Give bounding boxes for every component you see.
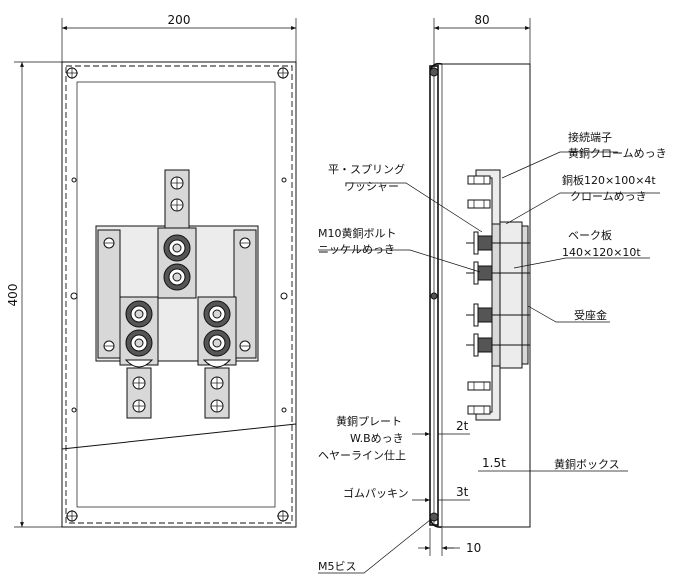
side-view: 80	[429, 13, 531, 528]
label-washer-2: ワッシャー	[344, 180, 399, 193]
dim-80-label: 80	[474, 13, 489, 27]
mount-tab-left	[97, 229, 121, 359]
corner-screw-icon	[66, 67, 289, 522]
label-bolt-2: ニッケルめっき	[318, 243, 395, 256]
bakelite-plate-side	[499, 221, 523, 369]
label-brass-box: 黄銅ボックス	[554, 457, 620, 471]
front-outer-frame	[61, 61, 297, 528]
screw-head-bottom	[429, 512, 439, 522]
dim-side-depth: 80	[433, 13, 531, 64]
side-screw-icon	[70, 177, 288, 413]
label-terminal-1: 接続端子	[568, 130, 612, 144]
seat-washer-side	[521, 225, 529, 365]
mount-tab-right	[233, 229, 257, 359]
terminal-lower-right	[197, 296, 237, 419]
front-box-hidden-outline	[65, 65, 293, 524]
label-brass-plate-3: ヘヤーライン仕上	[318, 449, 406, 462]
label-brass-plate-2: W.Bめっき	[350, 432, 404, 445]
dim-200-label: 200	[168, 13, 191, 27]
front-view: 200 400	[6, 13, 297, 528]
dim-front-height: 400	[6, 61, 62, 528]
terminal-side-top	[467, 169, 501, 225]
tab-screw-icon	[103, 237, 251, 352]
dim-1-5t-label: 1.5t	[482, 456, 506, 470]
dim-3t-label: 3t	[456, 485, 469, 499]
label-washer-1: 平・スプリング	[328, 162, 405, 176]
label-terminal-2: 黄銅クロームめっき	[568, 146, 667, 160]
terminal-top	[157, 169, 197, 299]
label-gasket: ゴムパッキン	[343, 486, 409, 500]
label-seat: 受座金	[574, 308, 607, 322]
label-copper-plate-2: クロームめっき	[570, 190, 647, 203]
screw-head-mid	[430, 292, 438, 300]
terminal-lower-left	[119, 296, 159, 419]
screw-head-top	[429, 67, 439, 77]
bolt-stack-icon	[466, 231, 530, 357]
terminal-side-bottom	[467, 365, 501, 421]
section-break-line	[61, 423, 297, 450]
copper-plate-side	[491, 221, 501, 369]
label-brass-plate-1: 黄銅プレート	[336, 414, 402, 428]
label-screw: M5ビス	[318, 560, 357, 573]
dim-2t-label: 2t	[456, 419, 469, 433]
dim-10-label: 10	[466, 541, 481, 555]
dim-front-width: 200	[61, 13, 297, 62]
label-copper-plate-1: 銅板120×100×4t	[562, 173, 656, 187]
label-bolt-1: M10黄銅ボルト	[318, 226, 397, 240]
annotations: 接続端子 黄銅クロームめっき 銅板120×100×4t クロームめっき 平・スプ…	[318, 130, 667, 574]
label-bakelite-1: ベーク板	[568, 228, 612, 242]
label-bakelite-2: 140×120×10t	[562, 246, 641, 259]
dim-400-label: 400	[6, 284, 20, 307]
